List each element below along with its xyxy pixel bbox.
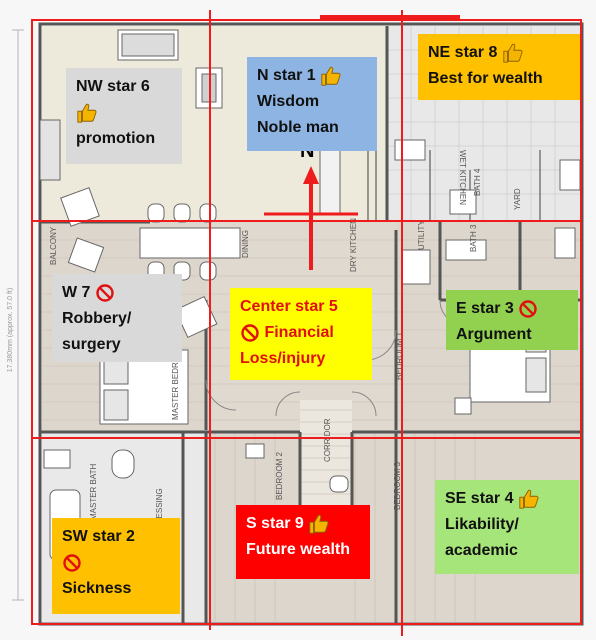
no-entry-icon	[62, 553, 82, 573]
dimension-label: 17.380mm (approx. 57.0 ft)	[7, 288, 14, 372]
luo-shu-grid	[31, 10, 582, 636]
room-label-dry-kitchen: DRY KITCHEN	[349, 218, 358, 272]
room-label-master-bedroom: MASTER BEDROOM	[171, 343, 180, 420]
no-entry-icon	[95, 283, 115, 303]
room-label-corridor: CORRIDOR	[323, 418, 332, 462]
no-entry-icon	[518, 299, 538, 319]
thumbs-up-icon	[320, 65, 342, 87]
room-label-yard: YARD	[513, 188, 522, 210]
sector-w-line1: Robbery/	[62, 310, 132, 327]
top-accent-bar	[320, 15, 460, 20]
thumbs-up-icon	[76, 102, 98, 124]
room-label-bedroom2: BEDROOM 2	[275, 451, 284, 500]
sector-se-label: SE star 4 Likability/ academic	[435, 480, 579, 574]
sector-n-line2: Noble man	[257, 119, 339, 136]
sector-ne-line1: Best for wealth	[428, 70, 543, 87]
room-label-master-bath: MASTER BATH	[89, 463, 98, 520]
room-label-balcony: BALCONY	[49, 226, 58, 265]
thumbs-up-icon	[518, 488, 540, 510]
sector-center-label: Center star 5 Financial Loss/injury	[230, 288, 372, 380]
room-label-bath3: BATH 3	[469, 224, 478, 252]
thumbs-up-icon	[308, 513, 330, 535]
sector-sw-title: SW star 2	[62, 528, 135, 545]
room-label-bedroom3: BEDROOM 3	[393, 461, 402, 510]
sector-se-line1: Likability/	[445, 516, 519, 533]
thumbs-up-icon	[502, 42, 524, 64]
sector-e-title: E star 3	[456, 300, 514, 317]
room-label-bedroom1: BEDROOM 1	[395, 331, 404, 380]
sector-se-line2: academic	[445, 542, 518, 559]
sector-nw-label: NW star 6 promotion	[66, 68, 182, 164]
sector-s-line1: Future wealth	[246, 541, 351, 558]
room-label-bath4: BATH 4	[473, 168, 482, 196]
north-arrow	[264, 166, 358, 270]
sector-center-title: Center star 5	[240, 298, 338, 315]
sector-center-line1: Financial	[264, 324, 334, 341]
room-label-wet-kitchen: WET KITCHEN	[458, 150, 467, 205]
sector-w-line2: surgery	[62, 336, 121, 353]
sector-e-label: E star 3 Argument	[446, 290, 578, 350]
sector-se-title: SE star 4	[445, 490, 514, 507]
sector-w-label: W 7 Robbery/ surgery	[52, 274, 182, 362]
sector-e-line1: Argument	[456, 326, 532, 343]
no-entry-icon	[240, 323, 260, 343]
sector-w-title: W 7	[62, 284, 91, 301]
sector-n-label: N star 1 Wisdom Noble man	[247, 57, 377, 151]
sector-s-label: S star 9 Future wealth	[236, 505, 370, 579]
sector-nw-title: NW star 6	[76, 78, 150, 95]
sector-center-line2: Loss/injury	[240, 350, 326, 367]
sector-s-title: S star 9	[246, 515, 304, 532]
sector-n-line1: Wisdom	[257, 93, 320, 110]
room-label-dining: DINING	[241, 230, 250, 258]
sector-sw-line1: Sickness	[62, 580, 132, 597]
sector-ne-title: NE star 8	[428, 44, 498, 61]
sector-n-title: N star 1	[257, 67, 316, 84]
room-label-dressing: DRESSING	[155, 488, 164, 530]
sector-nw-text: promotion	[76, 130, 156, 147]
sector-sw-label: SW star 2 Sickness	[52, 518, 180, 614]
sector-ne-label: NE star 8 Best for wealth	[418, 34, 580, 100]
room-label-utility: UTILITY	[417, 220, 426, 250]
